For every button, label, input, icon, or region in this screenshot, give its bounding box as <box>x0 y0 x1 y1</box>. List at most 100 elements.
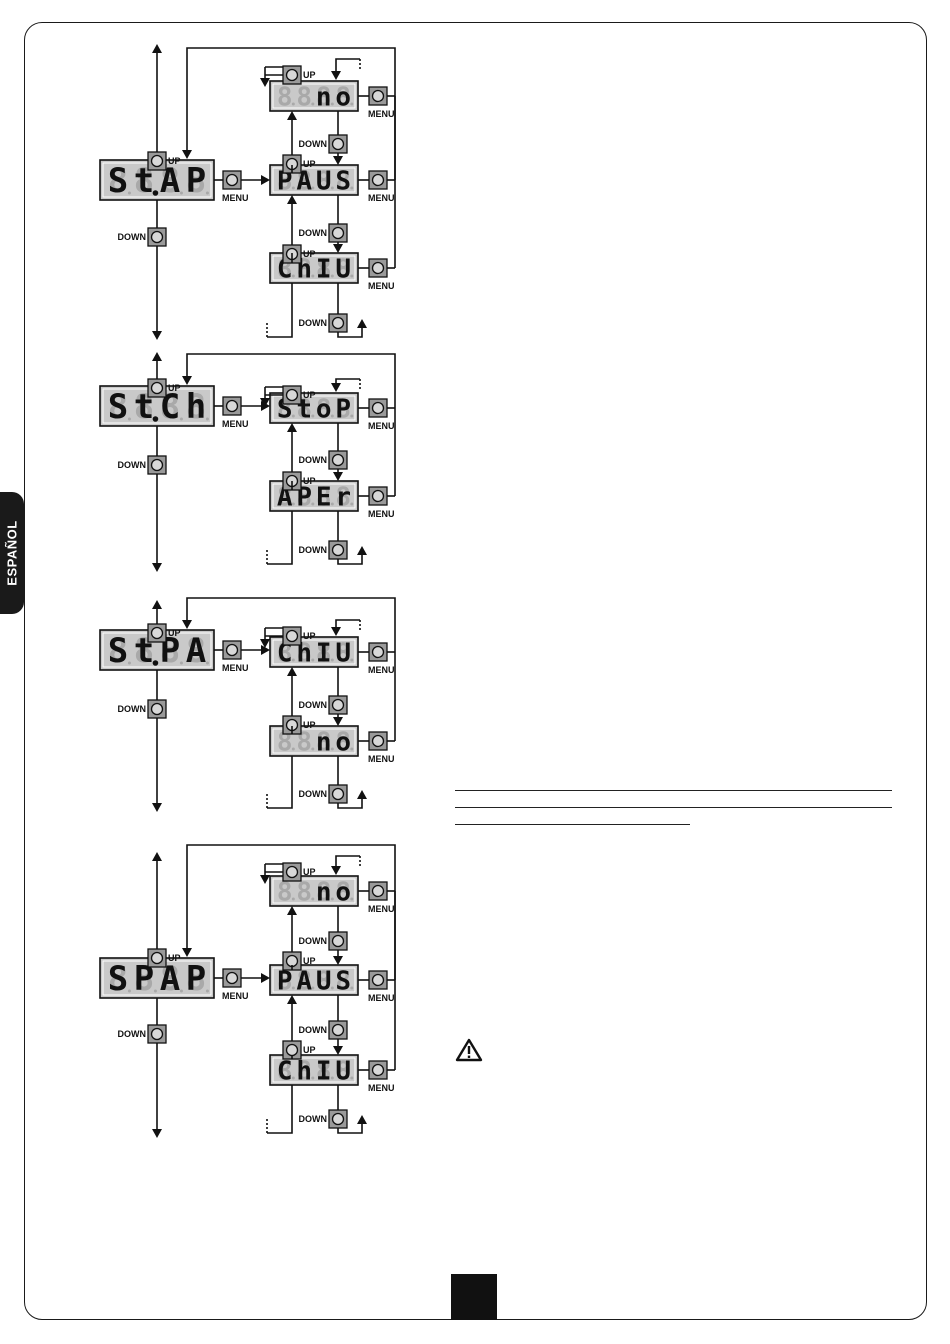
down-button[interactable] <box>328 223 348 243</box>
button-circle-icon <box>225 643 239 657</box>
menu-label: MENU <box>368 754 395 764</box>
digit-ghost: 8 <box>296 166 312 196</box>
up-button[interactable] <box>282 626 302 646</box>
arrow-head <box>152 852 162 861</box>
up-label: UP <box>303 249 316 259</box>
menu-label: MENU <box>222 991 249 1001</box>
display-bezel <box>272 967 356 993</box>
down-label: DOWN <box>299 318 328 328</box>
down-button[interactable] <box>328 931 348 951</box>
digit-ghost-dot <box>179 989 183 993</box>
button-circle-icon <box>331 226 345 240</box>
digit-ghost-dot <box>330 186 334 190</box>
digit-ghost-dot <box>311 274 315 278</box>
button-circle-icon <box>285 1043 299 1057</box>
menu-button[interactable] <box>368 970 388 990</box>
menu-label: MENU <box>368 993 395 1003</box>
arrow-head <box>182 376 192 385</box>
menu-button[interactable] <box>222 968 242 988</box>
arrow-head <box>182 150 192 159</box>
button-circle-icon <box>371 884 385 898</box>
down-button[interactable] <box>147 1024 167 1044</box>
down-label: DOWN <box>299 139 328 149</box>
menu-button[interactable] <box>368 258 388 278</box>
display-char: S <box>108 161 128 201</box>
down-button[interactable] <box>328 540 348 560</box>
down-button[interactable] <box>147 699 167 719</box>
up-button[interactable] <box>147 623 167 643</box>
down-button[interactable] <box>147 227 167 247</box>
menu-button[interactable] <box>368 881 388 901</box>
warning-triangle-icon <box>455 1038 483 1062</box>
menu-button[interactable] <box>368 731 388 751</box>
menu-button[interactable] <box>368 486 388 506</box>
up-button[interactable] <box>282 154 302 174</box>
down-button[interactable] <box>328 1020 348 1040</box>
digit-ghost-dot <box>311 1076 315 1080</box>
menu-button[interactable] <box>368 86 388 106</box>
up-button[interactable] <box>147 378 167 398</box>
display-dot <box>152 190 159 196</box>
down-label: DOWN <box>299 700 328 710</box>
down-button[interactable] <box>147 455 167 475</box>
digit-ghost-dot <box>205 417 209 421</box>
display-bezel <box>272 255 356 281</box>
display-char: C <box>277 638 293 668</box>
digit-ghost-dot <box>291 502 295 506</box>
display-dot <box>152 660 159 666</box>
connector-line <box>335 855 360 870</box>
display-dot <box>152 416 159 422</box>
display-char: n <box>316 727 332 757</box>
menu-button[interactable] <box>368 398 388 418</box>
connector-line <box>186 597 396 652</box>
digit-ghost: 8 <box>277 166 293 196</box>
menu-button[interactable] <box>368 1060 388 1080</box>
menu-button[interactable] <box>368 642 388 662</box>
display-char: U <box>335 1056 351 1086</box>
button-circle-icon <box>331 698 345 712</box>
digit-ghost-dot <box>205 989 209 993</box>
up-label: UP <box>303 867 316 877</box>
digit-ghost-dot <box>350 897 354 901</box>
digit-ghost-dot <box>330 986 334 990</box>
digit-ghost: 8 <box>186 631 206 671</box>
display-char: P <box>277 166 293 196</box>
up-button[interactable] <box>282 1040 302 1060</box>
separator-line <box>455 790 892 792</box>
up-button[interactable] <box>282 65 302 85</box>
up-button[interactable] <box>282 951 302 971</box>
button-circle-icon <box>371 401 385 415</box>
down-button[interactable] <box>328 450 348 470</box>
up-button[interactable] <box>147 151 167 171</box>
button-circle-icon <box>331 1023 345 1037</box>
menu-button[interactable] <box>368 170 388 190</box>
menu-button[interactable] <box>222 640 242 660</box>
button-circle-icon <box>371 734 385 748</box>
down-button[interactable] <box>328 134 348 154</box>
down-button[interactable] <box>328 313 348 333</box>
display-char: P <box>335 394 351 424</box>
up-button[interactable] <box>282 385 302 405</box>
down-label: DOWN <box>118 232 147 242</box>
digit-ghost-dot <box>205 191 209 195</box>
arrow-head <box>357 790 367 799</box>
down-button[interactable] <box>328 695 348 715</box>
digit-ghost: 8 <box>316 394 332 424</box>
display-char: o <box>335 727 351 757</box>
down-button[interactable] <box>328 784 348 804</box>
arrow-head <box>333 956 343 965</box>
up-button[interactable] <box>282 862 302 882</box>
display-char: A <box>296 966 312 996</box>
menu-label: MENU <box>368 1083 395 1093</box>
down-button[interactable] <box>328 1109 348 1129</box>
display-char: U <box>316 966 332 996</box>
menu-label: MENU <box>368 665 395 675</box>
digit-ghost-dot <box>291 1076 295 1080</box>
digit-ghost-dot <box>179 191 183 195</box>
display-char: S <box>108 631 128 671</box>
menu-button[interactable] <box>222 396 242 416</box>
up-button[interactable] <box>147 948 167 968</box>
menu-button[interactable] <box>222 170 242 190</box>
